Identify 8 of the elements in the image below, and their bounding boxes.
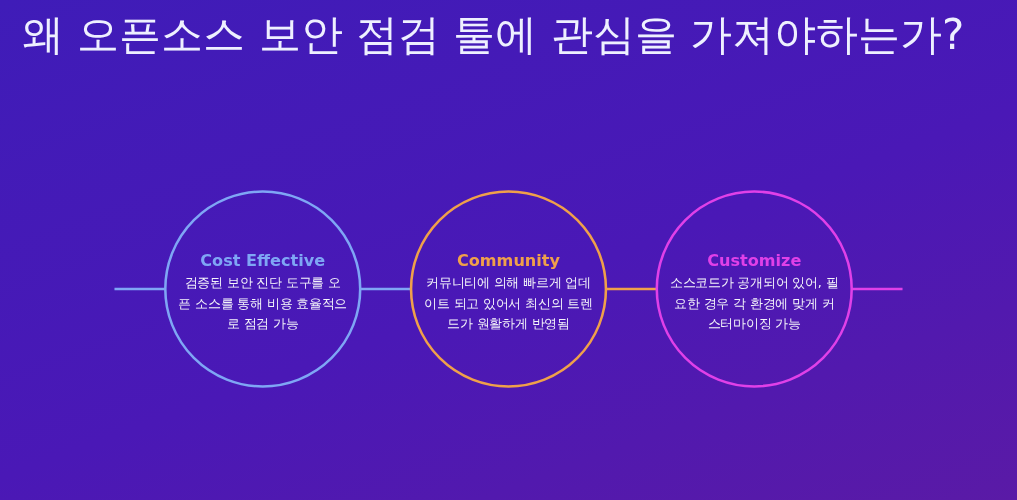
connector [114,287,166,291]
connector [851,287,903,291]
connector [360,287,412,291]
connector [605,287,657,291]
node-circle: Cost Effective 검증된 보안 진단 도구를 오픈 소스를 통해 비용 효율적으로 점검 가능 [164,190,362,388]
title: 왜 오픈소스 보안 점검 툴에 관심을 가져야하는가? [22,10,965,61]
node-circle: Customize 소스코드가 공개되어 있어, 필요한 경우 각 환경에 맞게 커스터마이징 가능 [655,190,853,388]
node-circle: Community 커뮤니티에 의해 빠르게 업데이트 되고 있어서 최신의 트렌드가 원활하게 반영됨 [409,190,608,388]
